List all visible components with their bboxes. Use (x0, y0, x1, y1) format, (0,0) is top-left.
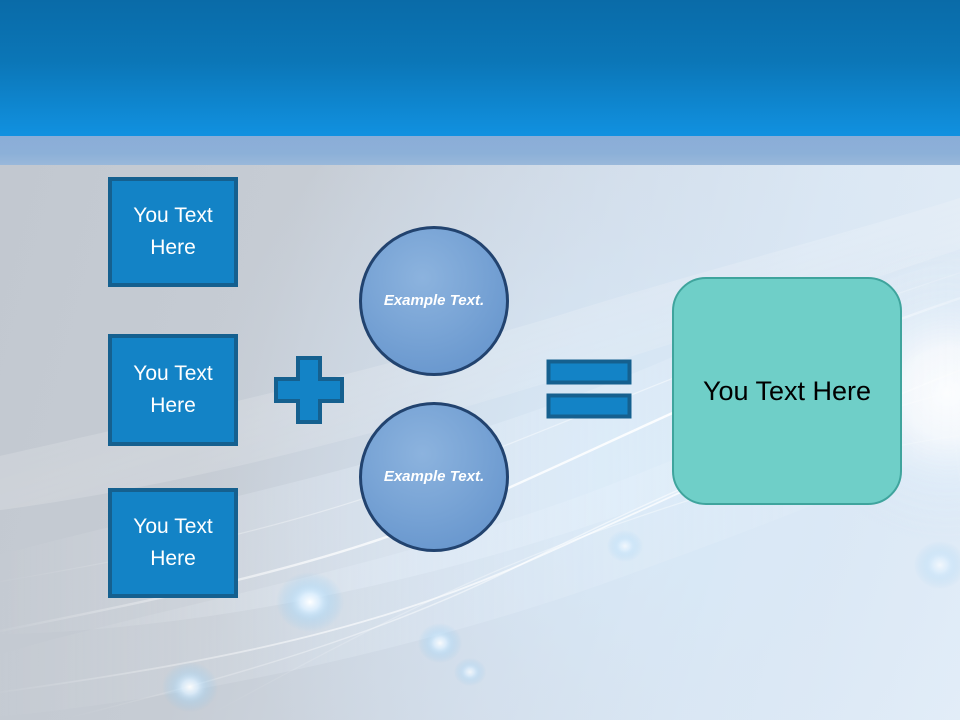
example-circle-2-label: Example Text. (383, 468, 485, 485)
result-box[interactable]: You Text Here (672, 277, 902, 505)
input-box-3-label: You Text Here (133, 515, 213, 570)
equals-operator[interactable] (546, 359, 632, 419)
equals-icon (546, 359, 632, 419)
plus-icon (274, 356, 344, 424)
example-circle-1[interactable]: Example Text. (359, 226, 509, 376)
example-circle-2[interactable]: Example Text. (359, 402, 509, 552)
example-circle-1-label: Example Text. (383, 292, 485, 309)
slide-header-band (0, 0, 960, 136)
result-box-label: You Text Here (702, 376, 872, 406)
input-box-1[interactable]: You Text Here (108, 177, 238, 287)
input-box-1-label: You Text Here (133, 204, 213, 259)
input-box-3[interactable]: You Text Here (108, 488, 238, 598)
input-box-2-label: You Text Here (133, 362, 213, 417)
plus-operator[interactable] (274, 356, 344, 424)
slide-header-accent-strip (0, 136, 960, 165)
input-box-2[interactable]: You Text Here (108, 334, 238, 446)
